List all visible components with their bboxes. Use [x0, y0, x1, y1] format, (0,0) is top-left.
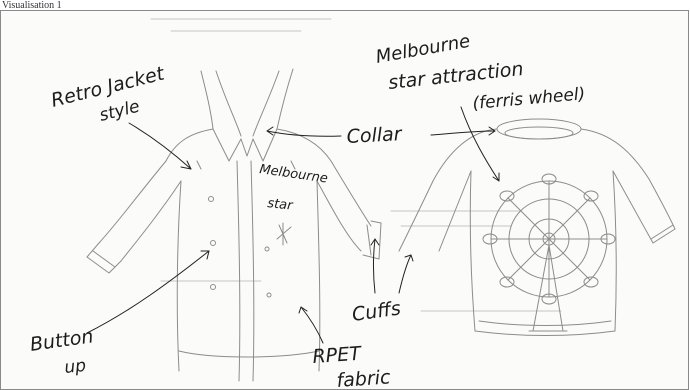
label-button-up-2: up — [63, 356, 87, 378]
label-rpet-1: RPET — [312, 343, 363, 368]
label-retro-jacket-2: style — [97, 97, 141, 126]
label-melbourne-star-1: Melbourne — [374, 31, 472, 68]
label-melbourne-star-3: (ferris wheel) — [472, 84, 586, 114]
jumper-drawing — [399, 119, 675, 336]
label-embroidery-1: Melbourne — [258, 162, 328, 186]
label-melbourne-star-2: star attraction — [387, 58, 524, 94]
label-rpet-2: fabric — [336, 366, 392, 390]
fashion-sketch: Retro Jacket style Melbourne star attrac… — [1, 11, 689, 390]
label-cuffs: Cuffs — [351, 297, 403, 326]
label-embroidery-2: star — [267, 196, 295, 214]
label-collar: Collar — [346, 123, 403, 148]
sketch-frame: Retro Jacket style Melbourne star attrac… — [0, 10, 689, 390]
label-button-up-1: Button — [29, 325, 95, 356]
annotation-labels: Retro Jacket style Melbourne star attrac… — [29, 31, 586, 390]
